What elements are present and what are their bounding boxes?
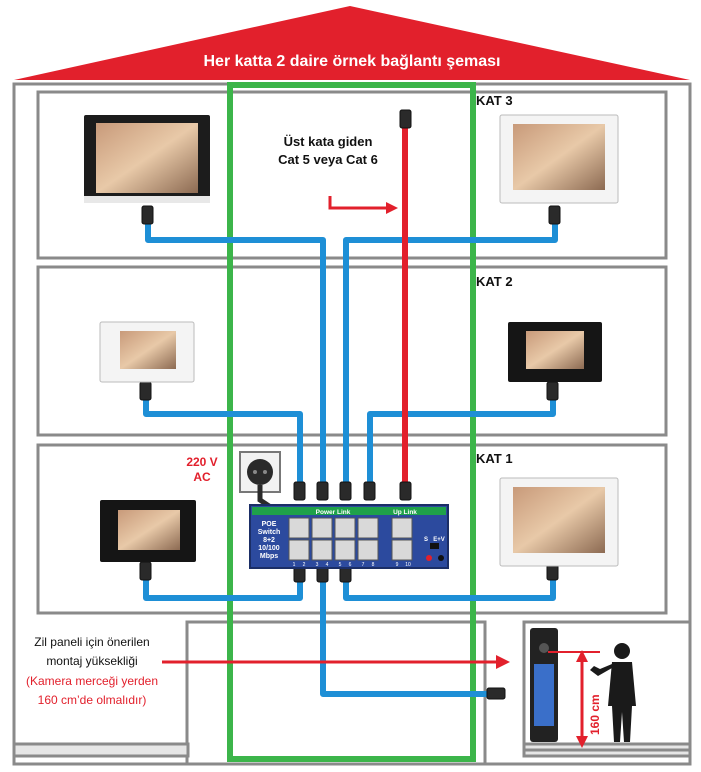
doorbell-pointer-head — [496, 655, 510, 669]
switch-header-left: Power Link — [316, 509, 351, 516]
switch-port-3: 3 — [316, 562, 319, 568]
floor-label-kat2: KAT 2 — [476, 274, 513, 289]
doorbell-cabin — [522, 620, 692, 752]
roof — [14, 6, 690, 80]
switch-name-3: 8+2 — [263, 537, 275, 544]
monitor-kat1-left — [100, 500, 196, 562]
poe-switch — [249, 504, 449, 569]
switch-port-8: 8 — [372, 562, 375, 568]
switch-port-7: 7 — [362, 562, 365, 568]
uplink-arrow — [328, 196, 386, 210]
switch-port-2: 2 — [303, 562, 306, 568]
doorbell-panel — [530, 628, 558, 742]
monitor-kat3-left — [84, 115, 210, 203]
power-socket — [239, 451, 281, 511]
doorbell-note-line4: 160 cm’de olmalıdır) — [38, 693, 147, 707]
doorbell-note-line1: Zil paneli için önerilen — [34, 635, 149, 649]
switch-name-5: Mbps — [260, 553, 278, 560]
switch-header-right: Up Link — [393, 509, 417, 516]
uplink-note-line2: Cat 5 veya Cat 6 — [278, 152, 378, 167]
uplink-note-line1: Üst kata giden — [284, 134, 373, 149]
floor-label-kat3: KAT 3 — [476, 93, 513, 108]
switch-name-1: POE — [262, 521, 277, 528]
power-label-line2: AC — [193, 470, 211, 484]
cable-shaft — [227, 82, 476, 762]
monitor-kat2-left — [99, 321, 195, 383]
rj45-connectors — [139, 109, 561, 700]
height-label: 160 cm — [588, 694, 602, 735]
uplink-arrow-head — [386, 202, 398, 214]
switch-port-5: 5 — [339, 562, 342, 568]
switch-name-4: 10/100 — [258, 545, 280, 552]
monitor-kat3-right — [499, 114, 619, 204]
blue-cables — [143, 222, 558, 697]
switch-s-label: S — [424, 537, 428, 543]
page-title: Her katta 2 daire örnek bağlantı şeması — [203, 53, 500, 70]
monitor-kat1-right — [499, 477, 619, 567]
doorbell-note-line3: (Kamera merceği yerden — [26, 674, 158, 688]
doorbell-note-line2: montaj yüksekliği — [46, 654, 137, 668]
monitor-kat2-right — [508, 322, 602, 382]
switch-port-6: 6 — [349, 562, 352, 568]
switch-name-2: Switch — [258, 529, 281, 536]
person-silhouette — [590, 643, 636, 742]
switch-port-9: 9 — [396, 562, 399, 568]
switch-port-1: 1 — [293, 562, 296, 568]
switch-port-10: 10 — [405, 562, 411, 568]
power-label-line1: 220 V — [186, 455, 217, 469]
switch-port-4: 4 — [326, 562, 329, 568]
switch-ev-label: E+V — [433, 537, 445, 543]
floor-label-kat1: KAT 1 — [476, 451, 513, 466]
height-arrow — [576, 650, 588, 748]
